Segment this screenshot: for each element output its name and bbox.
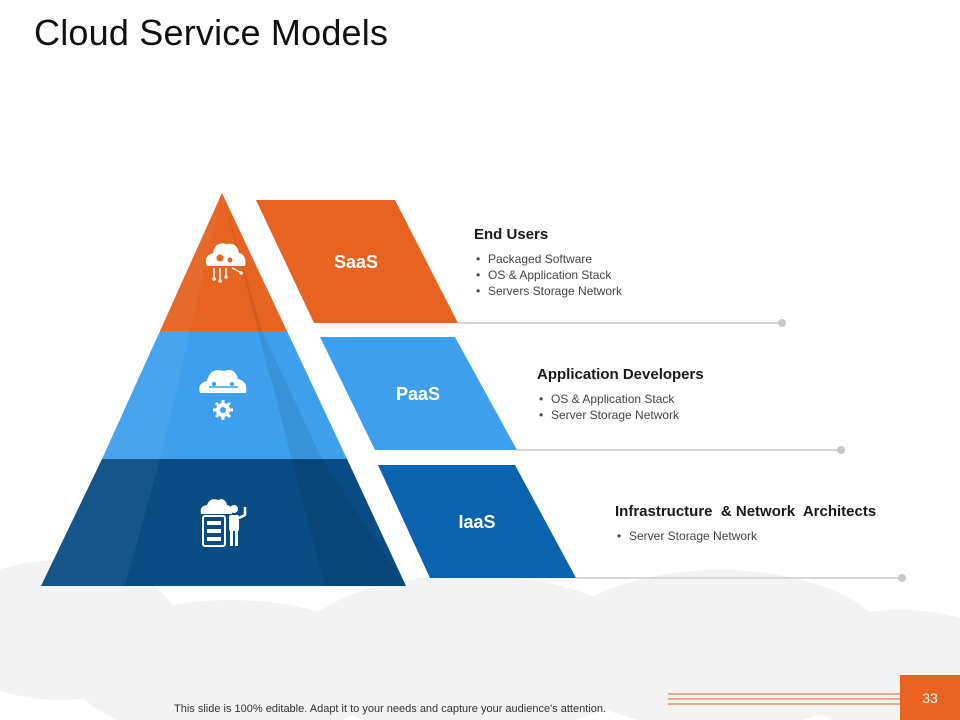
footer-decorative-lines — [668, 693, 900, 705]
saas-band — [256, 200, 458, 323]
paas-bullet: Server Storage Network — [537, 407, 704, 423]
iaas-description: Infrastructure & Network Architects Serv… — [615, 503, 876, 544]
iaas-heading: Infrastructure & Network Architects — [615, 503, 877, 520]
cloud-gear-circuit-icon — [205, 243, 246, 283]
saas-description: End Users Packaged Software OS & Applica… — [474, 226, 622, 299]
iaas-band — [378, 465, 576, 578]
page-number: 33 — [900, 675, 960, 720]
iaas-label: IaaS — [458, 512, 495, 532]
paas-label: PaaS — [396, 384, 440, 404]
saas-bullet: Servers Storage Network — [474, 283, 622, 299]
pyramid-facet-light — [41, 193, 222, 586]
saas-bullet: Packaged Software — [474, 251, 622, 267]
paas-bullet: OS & Application Stack — [537, 391, 704, 407]
paas-connector-dot — [837, 446, 845, 454]
saas-bullet: OS & Application Stack — [474, 267, 622, 283]
pyramid-facet-shade — [222, 193, 406, 586]
footer-note: This slide is 100% editable. Adapt it to… — [174, 703, 606, 715]
saas-label: SaaS — [334, 252, 378, 272]
iaas-bullet: Server Storage Network — [615, 528, 876, 544]
pyramid-tier-iaas — [41, 459, 406, 586]
iaas-connector-dot — [898, 574, 906, 582]
saas-connector-dot — [778, 319, 786, 327]
cloud-network-gear-icon — [199, 370, 247, 420]
pyramid-tier-paas — [102, 331, 347, 459]
saas-heading: End Users — [474, 226, 549, 243]
paas-description: Application Developers OS & Application … — [537, 366, 704, 423]
page-title: Cloud Service Models — [34, 12, 389, 53]
paas-band — [320, 337, 517, 450]
server-person-icon — [200, 499, 247, 547]
paas-heading: Application Developers — [537, 366, 704, 383]
